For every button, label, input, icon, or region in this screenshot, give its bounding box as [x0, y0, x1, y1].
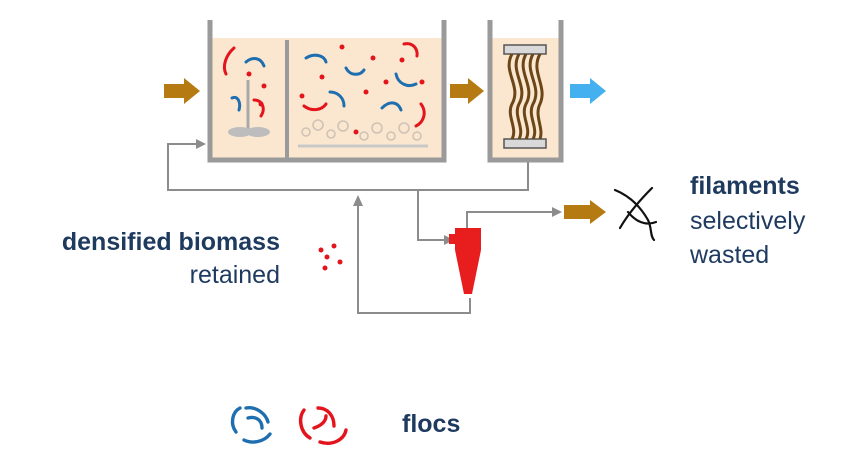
membrane-tank: [487, 20, 564, 163]
tank-wall: [207, 20, 447, 163]
filaments-title: filaments: [690, 172, 800, 200]
tank-contents: [210, 38, 442, 158]
flocs-legend-label: flocs: [402, 410, 461, 438]
filaments-subtitle-line2: wasted: [690, 241, 770, 269]
membrane-module-icon: [503, 44, 547, 149]
filament-icon: [613, 186, 658, 242]
filaments-subtitle-line1: selectively: [690, 207, 806, 235]
permeate-arrow-icon: [570, 78, 606, 104]
densified-biomass-title: densified biomass: [61, 228, 280, 256]
floc-blue-icon: [230, 406, 272, 444]
mixer-icon: [228, 80, 270, 137]
recycle-piping: [167, 143, 552, 314]
floc-red-icon: [298, 406, 348, 445]
bioreactor-tank: [207, 20, 447, 163]
waste-arrow-icon: [564, 200, 606, 224]
transfer-arrow-icon: [450, 78, 484, 104]
tank-biomass-dots: [246, 44, 425, 135]
densified-biomass-dots: [318, 243, 343, 271]
hydrocyclone-icon: [449, 228, 481, 294]
aeration-bubbles: [301, 119, 422, 141]
densified-biomass-subtitle: retained: [189, 261, 280, 289]
inflow-arrow-icon: [164, 78, 200, 104]
membrane-tank-wall: [487, 20, 564, 163]
floc-icon: [230, 406, 348, 445]
